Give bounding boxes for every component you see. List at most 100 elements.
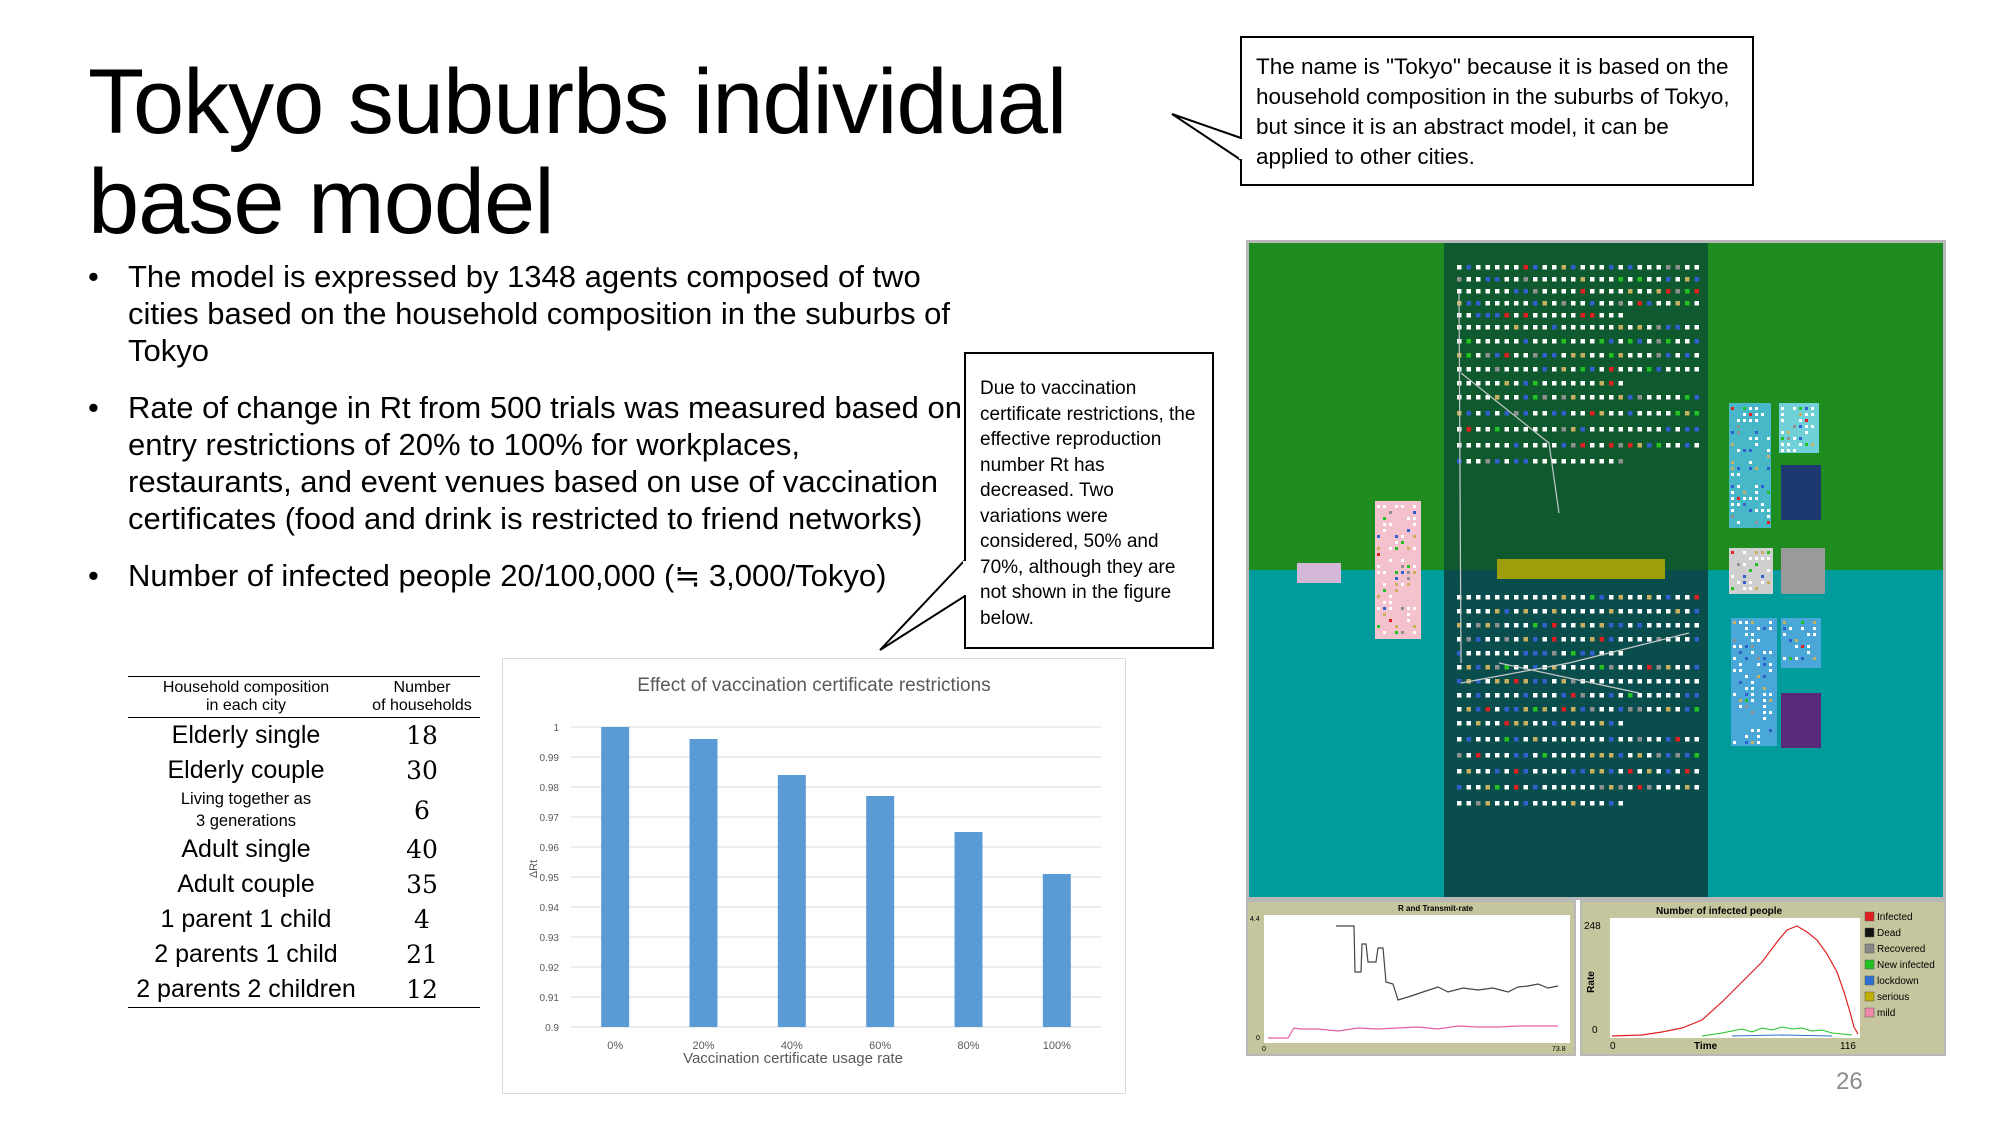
agent-dot bbox=[1533, 395, 1538, 400]
agent-dot bbox=[1533, 427, 1538, 432]
agent-dot bbox=[1523, 737, 1528, 742]
agent-dot bbox=[1666, 679, 1671, 684]
agent-dot bbox=[1599, 277, 1604, 282]
agent-dot bbox=[1628, 737, 1633, 742]
agent-dot bbox=[1476, 443, 1481, 448]
agent-dot bbox=[1749, 569, 1752, 572]
agent-dot bbox=[1763, 657, 1766, 660]
agent-dot bbox=[1805, 413, 1808, 416]
agent-dot bbox=[1533, 609, 1538, 614]
agent-dot bbox=[1542, 707, 1547, 712]
agent-dot bbox=[1401, 565, 1404, 568]
agent-dot bbox=[1457, 651, 1462, 656]
agent-dot bbox=[1755, 437, 1758, 440]
legend-swatch bbox=[1864, 943, 1875, 954]
agent-dot bbox=[1552, 651, 1557, 656]
agent-dot bbox=[1789, 657, 1792, 660]
agent-dot bbox=[1609, 353, 1614, 358]
infected-plot-svg: Number of infected people 248 0 Rate 0 T… bbox=[1584, 906, 1935, 1052]
agent-dot bbox=[1694, 395, 1699, 400]
agent-dot bbox=[1495, 411, 1500, 416]
agent-dot bbox=[1514, 595, 1519, 600]
agent-dot bbox=[1580, 313, 1585, 318]
row-count: 12 bbox=[406, 975, 438, 1004]
agent-dot bbox=[1495, 313, 1500, 318]
agent-dot bbox=[1599, 443, 1604, 448]
agent-dot bbox=[1580, 367, 1585, 372]
agent-dot bbox=[1504, 651, 1509, 656]
agent-dot bbox=[1383, 517, 1386, 520]
agent-dot bbox=[1561, 339, 1566, 344]
agent-dot bbox=[1571, 325, 1576, 330]
agent-dot bbox=[1757, 675, 1760, 678]
facility-block bbox=[1781, 465, 1821, 520]
agent-dot bbox=[1542, 737, 1547, 742]
y-tick-label: 1 bbox=[553, 723, 559, 734]
agent-dot bbox=[1751, 681, 1754, 684]
agent-dot bbox=[1599, 721, 1604, 726]
agent-dot bbox=[1476, 623, 1481, 628]
agent-dot bbox=[1552, 665, 1557, 670]
agent-dot bbox=[1485, 353, 1490, 358]
agent-dot bbox=[1749, 497, 1752, 500]
agent-dot bbox=[1694, 443, 1699, 448]
agent-dot bbox=[1552, 707, 1557, 712]
agent-dot bbox=[1552, 325, 1557, 330]
agent-dot bbox=[1743, 449, 1746, 452]
agent-dot bbox=[1401, 631, 1404, 634]
agent-dot bbox=[1466, 367, 1471, 372]
agent-dot bbox=[1476, 339, 1481, 344]
agent-dot bbox=[1514, 459, 1519, 464]
agent-dot bbox=[1637, 753, 1642, 758]
agent-dot bbox=[1666, 289, 1671, 294]
agent-dot bbox=[1609, 785, 1614, 790]
agent-dot bbox=[1647, 325, 1652, 330]
agent-dot bbox=[1781, 449, 1784, 452]
chart-x-axis-label: Vaccination certificate usage rate bbox=[683, 1050, 903, 1067]
agent-dot bbox=[1523, 381, 1528, 386]
agent-dot bbox=[1571, 737, 1576, 742]
agent-dot bbox=[1571, 753, 1576, 758]
agent-dot bbox=[1647, 427, 1652, 432]
agent-dot bbox=[1637, 301, 1642, 306]
agent-dot bbox=[1495, 679, 1500, 684]
agent-dot bbox=[1561, 325, 1566, 330]
agent-dot bbox=[1637, 325, 1642, 330]
agent-dot bbox=[1647, 693, 1652, 698]
agent-dot bbox=[1561, 737, 1566, 742]
row-label: 1 parent 1 child bbox=[160, 905, 332, 933]
agent-dot bbox=[1781, 407, 1784, 410]
agent-dot bbox=[1580, 265, 1585, 270]
agent-dot bbox=[1609, 411, 1614, 416]
agent-dot bbox=[1685, 609, 1690, 614]
agent-dot bbox=[1485, 427, 1490, 432]
agent-dot bbox=[1799, 413, 1802, 416]
agent-dot bbox=[1533, 595, 1538, 600]
agent-dot bbox=[1675, 443, 1680, 448]
agent-dot bbox=[1751, 741, 1754, 744]
agent-dot bbox=[1609, 737, 1614, 742]
agent-dot bbox=[1694, 427, 1699, 432]
household-block bbox=[1375, 501, 1421, 639]
infected-plot-area bbox=[1610, 918, 1860, 1038]
agent-dot bbox=[1781, 413, 1784, 416]
agent-dot bbox=[1599, 707, 1604, 712]
agent-dot bbox=[1504, 367, 1509, 372]
agent-dot bbox=[1694, 595, 1699, 600]
agent-dot bbox=[1761, 581, 1764, 584]
agent-dot bbox=[1389, 547, 1392, 550]
agent-dot bbox=[1731, 467, 1734, 470]
agent-dot bbox=[1795, 639, 1798, 642]
agent-dot bbox=[1789, 639, 1792, 642]
agent-dot bbox=[1590, 785, 1595, 790]
agent-dot bbox=[1523, 637, 1528, 642]
agent-dot bbox=[1407, 547, 1410, 550]
table-row: 1 parent 1 child 4 bbox=[128, 902, 480, 937]
agent-dot bbox=[1561, 753, 1566, 758]
agent-dot bbox=[1763, 699, 1766, 702]
row-label: Adult single bbox=[181, 835, 311, 863]
agent-dot bbox=[1495, 395, 1500, 400]
agent-dot bbox=[1749, 557, 1752, 560]
agent-dot bbox=[1799, 425, 1802, 428]
agent-dot bbox=[1457, 609, 1462, 614]
